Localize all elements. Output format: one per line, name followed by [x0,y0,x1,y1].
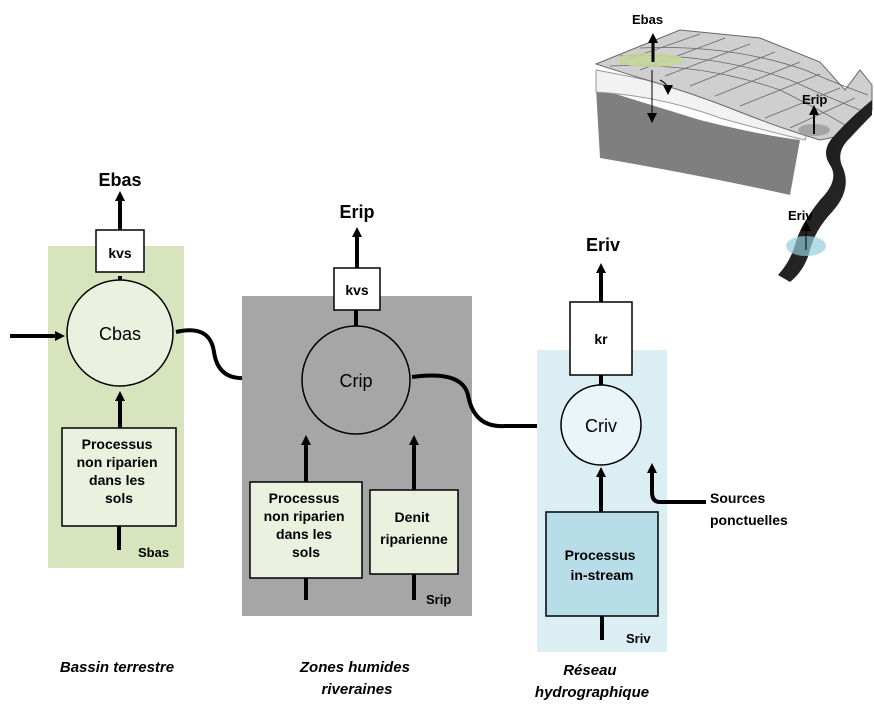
landscape-illustration: Ebas Erip Eriv [594,12,873,282]
ebas-zone [616,53,684,67]
process-box-bassin [61,427,177,527]
compartment-reseau: Criv kr Eriv Processus in-stream Sriv So… [537,235,788,652]
flow-bassin-to-rip [175,328,297,383]
landscape-label-eriv: Eriv [788,208,813,223]
coef-label-riv: kr [594,331,608,347]
flux-label-eriv: Eriv [586,235,620,255]
flux-label-erip: Erip [339,202,374,222]
compartment-ripariennes: Crip kvs Erip Processus non riparien dan… [242,202,472,616]
flow-rip-to-riv [411,373,557,431]
denit-label-rip: Denit riparienne [380,509,448,547]
caption-ripariennes: Zones humides riveraines [299,659,414,698]
caption-bassin: Bassin terrestre [60,659,174,676]
process-label-rip: Processus non riparien dans les sols [264,490,349,560]
point-sources-label: Sources ponctuelles [710,490,788,528]
landscape-label-ebas: Ebas [632,12,663,27]
process-box-riv [545,511,659,617]
compartment-bassin: Cbas kvs Ebas Processus non riparien dan… [10,170,184,568]
source-label-sbas: Sbas [138,545,169,560]
coef-box-riv [569,301,633,376]
flux-label-ebas: Ebas [98,170,141,190]
point-sources-arrow [647,463,706,504]
pool-label-crip: Crip [339,371,372,391]
caption-reseau: Réseau hydrographique [535,662,649,701]
landscape-label-erip: Erip [802,92,827,107]
pool-label-cbas: Cbas [99,324,141,344]
pool-label-criv: Criv [585,416,617,436]
coef-label-bassin: kvs [108,245,132,261]
denit-box-rip [369,489,459,575]
process-label-riv: Processus in-stream [565,547,640,583]
coef-label-rip: kvs [345,282,369,298]
source-label-sriv: Sriv [626,631,651,646]
coef-box-rip [333,267,381,311]
process-label-bassin: Processus non riparien dans les sols [77,436,162,506]
grid-lines [609,33,869,129]
coef-box-bassin [95,229,145,273]
source-label-srip: Srip [426,592,451,607]
process-box-rip [249,481,363,579]
